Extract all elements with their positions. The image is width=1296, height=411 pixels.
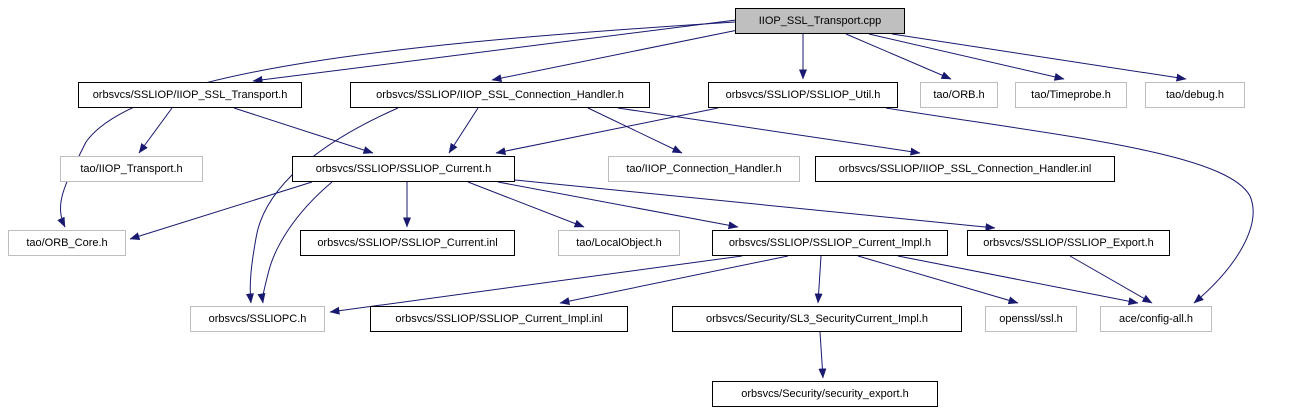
graph-node-n8[interactable]: orbsvcs/SSLIOP/SSLIOP_Current.h (292, 156, 515, 182)
graph-node-n15[interactable]: orbsvcs/SSLIOP/SSLIOP_Export.h (967, 230, 1170, 256)
graph-edge-cpp-n11 (57, 21, 736, 228)
graph-edge-cpp-n5 (868, 33, 1065, 81)
graph-edge-n3-n8 (495, 107, 719, 156)
graph-edge-n2-n10 (617, 107, 921, 156)
graph-node-label: orbsvcs/SSLIOP/SSLIOP_Util.h (725, 89, 881, 101)
graph-node-n19: openssl/ssl.h (985, 306, 1077, 332)
graph-node-label: tao/ORB_Core.h (26, 237, 108, 249)
graph-node-n1[interactable]: orbsvcs/SSLIOP/IIOP_SSL_Transport.h (78, 82, 302, 108)
graph-node-n7: tao/IIOP_Transport.h (60, 156, 203, 182)
graph-node-label: orbsvcs/SSLIOP/IIOP_SSL_Transport.h (92, 89, 288, 101)
graph-edge-n14-n19 (857, 255, 1019, 305)
graph-node-n10[interactable]: orbsvcs/SSLIOP/IIOP_SSL_Connection_Handl… (815, 156, 1115, 182)
graph-node-n3[interactable]: orbsvcs/SSLIOP/SSLIOP_Util.h (708, 82, 898, 108)
graph-node-label: orbsvcs/Security/security_export.h (741, 388, 909, 400)
graph-node-label: orbsvcs/SSLIOP/IIOP_SSL_Connection_Handl… (376, 89, 624, 101)
graph-edge-n14-n18 (814, 255, 823, 304)
graph-edge-n14-n16 (329, 255, 743, 315)
graph-node-n16: orbsvcs/SSLIOPC.h (190, 306, 325, 332)
graph-node-label: openssl/ssl.h (999, 313, 1063, 325)
graph-edge-n8-n14 (497, 181, 739, 230)
graph-edge-n18-n21 (818, 331, 827, 379)
graph-edge-n1-n8 (233, 107, 374, 154)
graph-node-n6: tao/debug.h (1145, 82, 1245, 108)
graph-edge-n3-n20 (885, 107, 1254, 304)
graph-node-label: orbsvcs/SSLIOPC.h (208, 313, 307, 325)
graph-node-label: orbsvcs/SSLIOP/SSLIOP_Current_Impl.inl (395, 313, 603, 325)
graph-edge-cpp-n1 (252, 19, 737, 84)
graph-node-n17[interactable]: orbsvcs/SSLIOP/SSLIOP_Current_Impl.inl (370, 306, 628, 332)
graph-node-n18[interactable]: orbsvcs/Security/SL3_SecurityCurrent_Imp… (672, 306, 962, 332)
graph-node-n5: tao/Timeprobe.h (1015, 82, 1127, 108)
graph-edge-cpp-n2 (491, 29, 739, 83)
graph-edge-n1-n7 (138, 107, 173, 154)
graph-edge-cpp-n6 (891, 33, 1187, 82)
graph-node-label: tao/IIOP_Transport.h (80, 163, 183, 175)
graph-node-n14[interactable]: orbsvcs/SSLIOP/SSLIOP_Current_Impl.h (712, 230, 948, 256)
graph-edges (57, 19, 1254, 379)
graph-node-label: tao/LocalObject.h (576, 237, 662, 249)
graph-node-label: IIOP_SSL_Transport.cpp (758, 15, 882, 27)
graph-node-n12[interactable]: orbsvcs/SSLIOP/SSLIOP_Current.inl (300, 230, 515, 256)
graph-node-label: tao/debug.h (1165, 89, 1225, 101)
graph-node-n11: tao/ORB_Core.h (8, 230, 126, 256)
graph-node-n13: tao/LocalObject.h (558, 230, 680, 256)
graph-node-label: orbsvcs/Security/SL3_SecurityCurrent_Imp… (706, 313, 928, 325)
graph-node-label: orbsvcs/SSLIOP/IIOP_SSL_Connection_Handl… (838, 163, 1092, 175)
graph-node-label: orbsvcs/SSLIOP/SSLIOP_Export.h (983, 237, 1154, 249)
graph-node-label: ace/config-all.h (1119, 313, 1193, 325)
graph-edge-n2-n9 (587, 107, 683, 154)
graph-edge-cpp-n4 (845, 33, 952, 80)
graph-node-label: orbsvcs/SSLIOP/SSLIOP_Current_Impl.h (728, 237, 932, 249)
graph-edge-n14-n17 (559, 255, 789, 305)
graph-edge-n8-n13 (467, 181, 585, 228)
graph-node-n20: ace/config-all.h (1100, 306, 1212, 332)
graph-edge-n8-n15 (514, 179, 996, 232)
graph-node-label: orbsvcs/SSLIOP/SSLIOP_Current.inl (317, 237, 498, 249)
graph-node-cpp: IIOP_SSL_Transport.cpp (735, 8, 905, 34)
graph-node-n9: tao/IIOP_Connection_Handler.h (608, 156, 800, 182)
graph-edge-n14-n20 (897, 255, 1139, 306)
graph-edge-n8-n11 (129, 181, 313, 240)
graph-node-label: tao/Timeprobe.h (1031, 89, 1111, 101)
graph-edge-n15-n20 (1069, 255, 1153, 304)
graph-edge-n2-n16 (245, 107, 399, 304)
graph-node-n21[interactable]: orbsvcs/Security/security_export.h (712, 381, 938, 407)
graph-node-label: tao/ORB.h (933, 89, 985, 101)
graph-edge-n8-n16 (257, 181, 333, 304)
graph-node-n2[interactable]: orbsvcs/SSLIOP/IIOP_SSL_Connection_Handl… (350, 82, 650, 108)
graph-node-n4: tao/ORB.h (920, 82, 998, 108)
graph-node-label: orbsvcs/SSLIOP/SSLIOP_Current.h (315, 163, 492, 175)
graph-node-label: tao/IIOP_Connection_Handler.h (626, 163, 782, 175)
graph-edge-n2-n8 (448, 107, 479, 154)
